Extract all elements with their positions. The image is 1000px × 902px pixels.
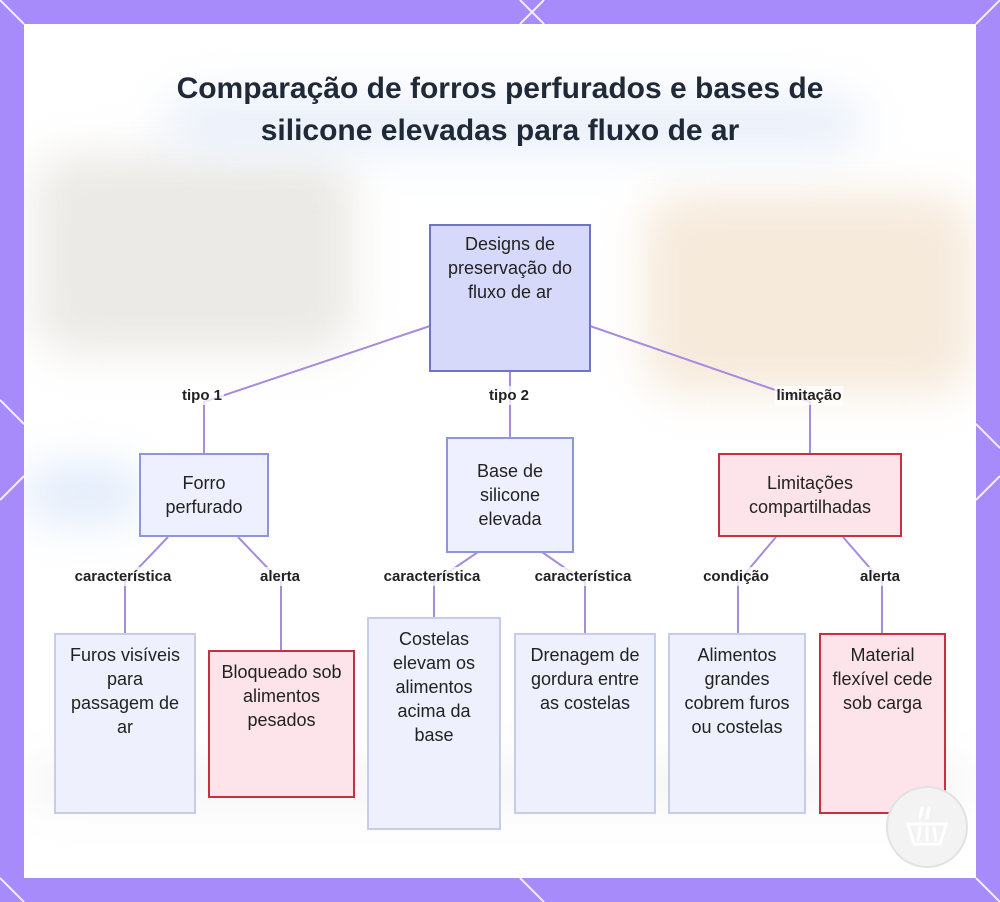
edge-label-feat1: característica (72, 567, 174, 586)
edge-type1 (203, 325, 431, 453)
node-root-label: Designs de preservação do fluxo de ar (447, 234, 573, 302)
node-fat-drainage: Drenagem de gordura entre as costelas (514, 633, 656, 814)
node-flexible-material: Material flexível cede sob carga (819, 633, 946, 814)
edge-label-alert2: alerta (857, 567, 903, 586)
node-root: Designs de preservação do fluxo de ar (429, 224, 591, 372)
edge-label-type1: tipo 1 (180, 386, 224, 405)
edge-alert1 (237, 536, 282, 650)
node-silicone-label: Base de silicone elevada (476, 461, 544, 529)
background-ghost-blob (34, 154, 354, 354)
edge-label-type2: tipo 2 (487, 386, 531, 405)
edge-label-feat2: característica (381, 567, 483, 586)
node-ribs-raise-food: Costelas elevam os alimentos acima da ba… (367, 617, 501, 830)
node-blocked-heavy-food: Bloqueado sob alimentos pesados (208, 650, 355, 798)
node-blocked-label: Bloqueado sob alimentos pesados (221, 662, 342, 730)
node-flex-label: Material flexível cede sob carga (832, 645, 933, 713)
node-drainage-label: Drenagem de gordura entre as costelas (530, 645, 640, 713)
background-ghost-blob (644, 194, 974, 394)
node-holes-label: Furos visíveis para passagem de ar (69, 645, 181, 737)
node-limits-label: Limitações compartilhadas (748, 473, 872, 517)
edge-feat3 (541, 551, 586, 633)
node-silicone-base: Base de silicone elevada (446, 437, 574, 553)
node-perforated-label: Forro perfurado (165, 473, 243, 517)
node-visible-holes: Furos visíveis para passagem de ar (54, 633, 196, 814)
diagram-title: Comparação de forros perfurados e bases … (176, 72, 824, 147)
node-large-food-cover: Alimentos grandes cobrem furos ou costel… (668, 633, 806, 814)
background-ghost-blob (24, 464, 144, 524)
edge-label-feat3: característica (532, 567, 634, 586)
node-cover-label: Alimentos grandes cobrem furos ou costel… (684, 645, 790, 737)
node-ribs-label: Costelas elevam os alimentos acima da ba… (392, 629, 476, 745)
background-ghost-blob (164, 94, 864, 154)
edge-label-alert1: alerta (257, 567, 303, 586)
node-shared-limitations: Limitações compartilhadas (718, 453, 902, 537)
edge-label-limitation: limitação (774, 386, 844, 405)
edge-label-condition: condição (701, 567, 771, 586)
node-perforated-liner: Forro perfurado (139, 453, 269, 537)
basket-logo-icon (886, 786, 968, 868)
